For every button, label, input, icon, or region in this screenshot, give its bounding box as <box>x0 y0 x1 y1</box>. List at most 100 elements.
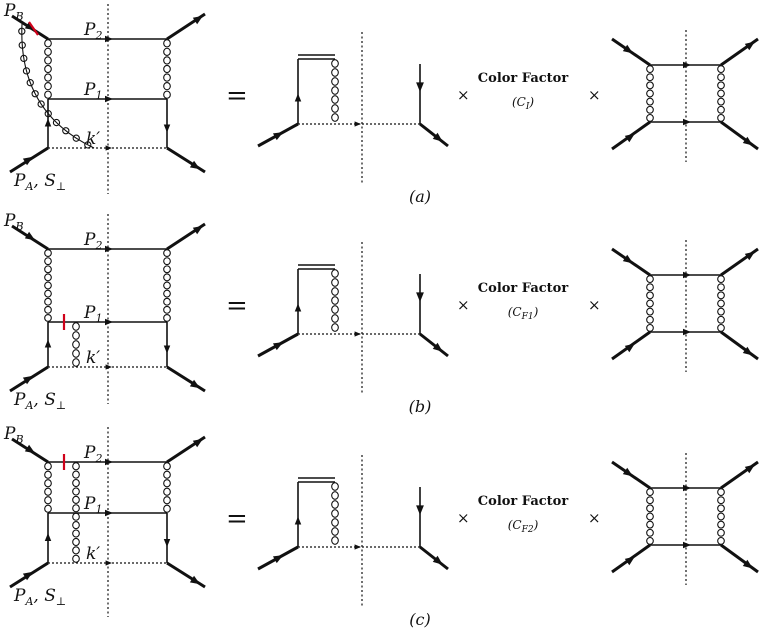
arrow-down-icon <box>163 124 171 133</box>
gluon-loop <box>163 273 171 282</box>
gluon-loop <box>717 315 725 324</box>
gluon-loop <box>72 462 80 471</box>
arrow-right-icon <box>105 245 113 253</box>
right-gluon <box>163 249 171 322</box>
gluon-loop <box>646 315 654 324</box>
gluon-loop <box>331 296 339 305</box>
gluon-loop <box>72 358 80 367</box>
gluon-loop <box>44 73 52 82</box>
arrow-right-icon <box>272 342 284 351</box>
arrow-up-icon <box>294 93 302 102</box>
gluon-loop <box>717 299 725 308</box>
gluon-loop <box>163 281 171 290</box>
gluon-loop <box>163 305 171 314</box>
left-gluon <box>44 462 52 513</box>
gluon-loop <box>44 496 52 505</box>
label-pa-rest-sub: ⊥ <box>56 595 66 608</box>
gluon-loop <box>72 512 80 521</box>
gluon-loop <box>72 554 80 563</box>
label-p1-sub: 1 <box>95 503 102 516</box>
times-sign-1: × <box>457 86 470 104</box>
gluon-loop <box>72 537 80 547</box>
gluon-loop <box>72 529 80 538</box>
color-factor-symbol: (CF2) <box>508 518 539 535</box>
gluon-loop <box>646 89 654 98</box>
gluon-loop <box>717 488 725 497</box>
arrow-right-icon <box>272 132 284 141</box>
gluon-loop <box>331 518 339 527</box>
gluon-loop <box>44 297 52 306</box>
label-pa-rest: , S <box>33 390 55 410</box>
times-sign-1: × <box>457 509 470 527</box>
arrow-right-icon <box>624 556 635 566</box>
gluon-loop <box>44 39 52 48</box>
label-pb-main: P <box>3 211 16 231</box>
arrow-down-icon <box>416 292 424 302</box>
gluon-loop <box>37 100 45 108</box>
gluon-loop <box>717 536 725 545</box>
arrow-up-icon <box>44 533 52 541</box>
color-factor-label: Color Factor <box>478 71 569 86</box>
label-kprime: k′ <box>86 544 100 564</box>
gluon-loop <box>717 512 725 521</box>
kprime-gluon <box>72 462 80 563</box>
arrow-right-icon <box>105 560 112 566</box>
right-left-gluon <box>646 65 654 122</box>
gluon-loop <box>44 265 52 274</box>
arrow-right-icon <box>744 41 755 51</box>
gluon-loop <box>717 496 725 505</box>
gluon-loop <box>31 90 39 98</box>
label-p2-main: P <box>83 443 96 463</box>
gluon-loop <box>646 307 654 316</box>
gluon-loop <box>52 118 61 127</box>
color-factor-sub: F1 <box>521 312 534 322</box>
gluon-loop <box>44 249 52 258</box>
gluon-loop <box>646 65 654 74</box>
gluon-loop <box>331 527 339 536</box>
gluon-loop <box>163 47 171 57</box>
gluon-loop <box>72 470 80 479</box>
gluon-loop <box>646 97 654 106</box>
gluon-loop <box>717 307 725 316</box>
gluon-loop <box>72 340 80 349</box>
gluon-loop <box>717 275 725 284</box>
gluon-loop <box>163 462 171 471</box>
gluon-loop <box>44 56 52 65</box>
gluon-loop <box>44 47 52 57</box>
label-pa-sub: A <box>24 399 33 412</box>
arrow-right-icon <box>189 160 201 170</box>
color-factor-open: (C <box>512 95 526 109</box>
arrow-down-icon <box>163 539 171 547</box>
mid-gluon <box>331 482 339 545</box>
gluon-loop <box>72 478 80 488</box>
gluon-loop <box>331 314 339 323</box>
color-factor-close: ) <box>528 95 534 109</box>
gluon-loop <box>163 496 171 505</box>
times-sign-2: × <box>588 296 601 314</box>
gluon-loop <box>163 90 171 99</box>
arrow-right-icon <box>432 132 443 142</box>
label-pb-main: P <box>3 424 16 444</box>
gluon-loop <box>331 113 339 122</box>
gluon-loop <box>717 504 725 513</box>
gluon-loop <box>44 90 52 99</box>
gluon-loop <box>331 287 339 296</box>
label-p1-main: P <box>83 80 96 100</box>
gluon-loop <box>331 536 339 545</box>
label-pb: PB <box>3 424 24 446</box>
label-pa-spin: PA, S⊥ <box>13 586 66 608</box>
gluon-loop <box>163 81 171 91</box>
arrow-up-icon <box>44 118 52 127</box>
label-p1-sub: 1 <box>95 312 102 325</box>
gluon-loop <box>44 81 52 91</box>
label-pa-main: P <box>13 171 26 191</box>
gluon-loop <box>163 265 171 274</box>
arrow-right-icon <box>744 464 755 474</box>
gluon-loop <box>331 269 339 278</box>
gluon-loop <box>163 39 171 48</box>
label-pa-sub: A <box>24 180 33 193</box>
label-p1: P1 <box>83 80 102 102</box>
gluon-curve-backbone <box>21 23 95 149</box>
gluon-loop <box>331 59 339 68</box>
arrow-right-icon <box>189 575 201 585</box>
